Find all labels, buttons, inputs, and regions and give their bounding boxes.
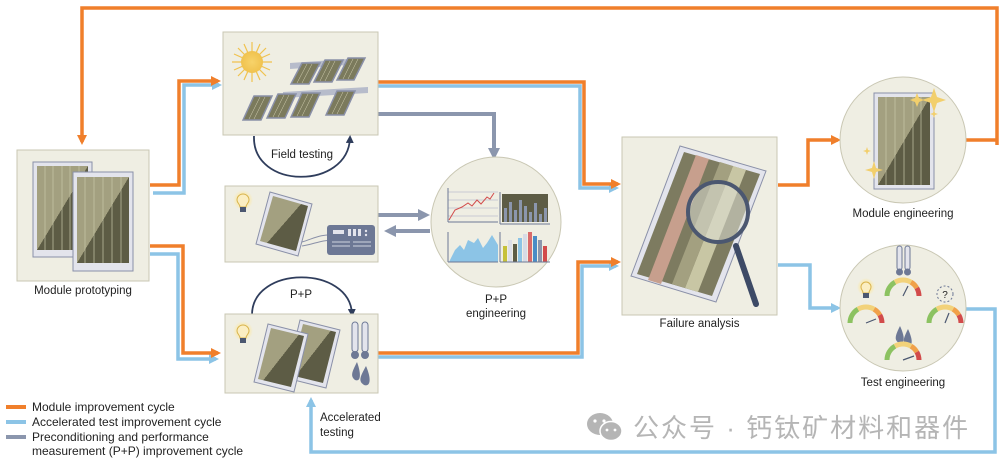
pp-engineering-node	[430, 156, 562, 288]
field-to-failure-blue	[378, 84, 619, 193]
solar-array-icon	[241, 57, 368, 121]
pp-engineering-label: P+P engineering	[446, 293, 546, 321]
watermark: 公众号 · 钙钛矿材料和器件	[585, 408, 970, 445]
measurement-instrument-icon	[327, 225, 375, 255]
prototyping-to-field-orange	[150, 76, 221, 187]
module-prototyping-label: Module prototyping	[34, 285, 132, 297]
thermometer-icon	[896, 245, 911, 276]
solar-module-icon	[253, 319, 341, 393]
legend: Module improvement cycle Accelerated tes…	[6, 400, 243, 459]
field-to-failure-orange	[378, 80, 621, 189]
stacked-bar-chart-icon	[499, 192, 550, 225]
gauge-icon	[926, 304, 964, 324]
question-mark: ?	[942, 290, 948, 301]
sun-icon	[232, 42, 272, 82]
lightbulb-icon	[857, 278, 875, 298]
water-drops-icon	[352, 362, 370, 386]
area-chart-icon	[447, 232, 498, 263]
pp-loop-arrow	[251, 276, 356, 317]
legend-swatch-orange	[6, 405, 26, 409]
gauge-icons	[847, 277, 964, 361]
failure-to-test-eng-arrow	[778, 263, 841, 313]
field-testing-label: Field testing	[270, 149, 333, 161]
prototyping-to-accel-orange	[150, 244, 221, 358]
legend-label: Preconditioning and performance measurem…	[32, 430, 243, 458]
gauge-icon	[884, 341, 922, 361]
field-testing-loop-arrow	[253, 135, 354, 178]
accel-to-failure-blue	[378, 261, 619, 359]
field-to-pp-gray	[378, 112, 500, 160]
legend-label-line2: measurement (P+P) improvement cycle	[32, 444, 244, 458]
legend-swatch-gray	[6, 435, 26, 439]
solar-module-icon	[255, 191, 313, 257]
accelerated-testing-label-line2: testing	[320, 427, 354, 439]
prototyping-to-accel-blue	[150, 252, 219, 364]
question-icon: ?	[936, 285, 954, 303]
failure-analysis-node	[621, 136, 778, 316]
legend-label: Module improvement cycle	[32, 400, 175, 414]
pp-engineering-label-line2: engineering	[465, 308, 527, 320]
panel-stripes	[248, 58, 359, 120]
line-chart-icon	[447, 188, 498, 223]
field-testing-node	[222, 31, 379, 178]
module-cycle-top-loop	[77, 6, 999, 145]
test-engineering-node: ?	[839, 244, 967, 372]
failure-to-module-eng-arrow	[778, 135, 841, 187]
module-engineering-label: Module engineering	[852, 208, 954, 220]
wechat-icon	[585, 411, 625, 443]
legend-item-pp-cycle: Preconditioning and performance measurem…	[6, 430, 243, 458]
thermometer-icon	[351, 321, 369, 359]
pp-measurement-node	[224, 185, 379, 263]
lightbulb-icon	[233, 321, 253, 343]
sparkle-icon	[863, 88, 946, 179]
module-prototyping-node	[16, 149, 150, 282]
accelerated-testing-node	[224, 276, 379, 394]
watermark-text: 公众号 · 钙钛矿材料和器件	[633, 413, 971, 443]
solar-module-icon	[873, 92, 935, 190]
solar-module-icon	[72, 171, 134, 272]
magnifying-glass-icon	[686, 180, 759, 307]
module-return-arrow	[77, 6, 999, 145]
test-eng-return-arrow	[306, 307, 997, 454]
lightbulb-icon	[233, 190, 253, 212]
test-engineering-label: Test engineering	[860, 377, 946, 389]
accel-to-failure-orange	[378, 257, 621, 355]
legend-item-module-cycle: Module improvement cycle	[6, 400, 243, 414]
gauge-icon	[884, 277, 922, 297]
legend-label-line1: Preconditioning and performance	[32, 430, 209, 444]
prototyping-to-field-blue	[153, 80, 222, 195]
gauge-icon	[847, 304, 885, 324]
accelerated-testing-label: Accelerated testing	[320, 411, 381, 441]
bar-chart-icon	[499, 232, 550, 263]
pp-engineering-label-line1: P+P	[484, 294, 508, 306]
failure-analysis-label: Failure analysis	[659, 318, 740, 330]
legend-label: Accelerated test improvement cycle	[32, 415, 222, 429]
legend-item-accelerated-cycle: Accelerated test improvement cycle	[6, 415, 243, 429]
module-engineering-node	[839, 76, 967, 204]
pp-loop-label: P+P	[289, 289, 313, 301]
accelerated-testing-label-line1: Accelerated	[320, 412, 381, 424]
legend-swatch-blue	[6, 420, 26, 424]
